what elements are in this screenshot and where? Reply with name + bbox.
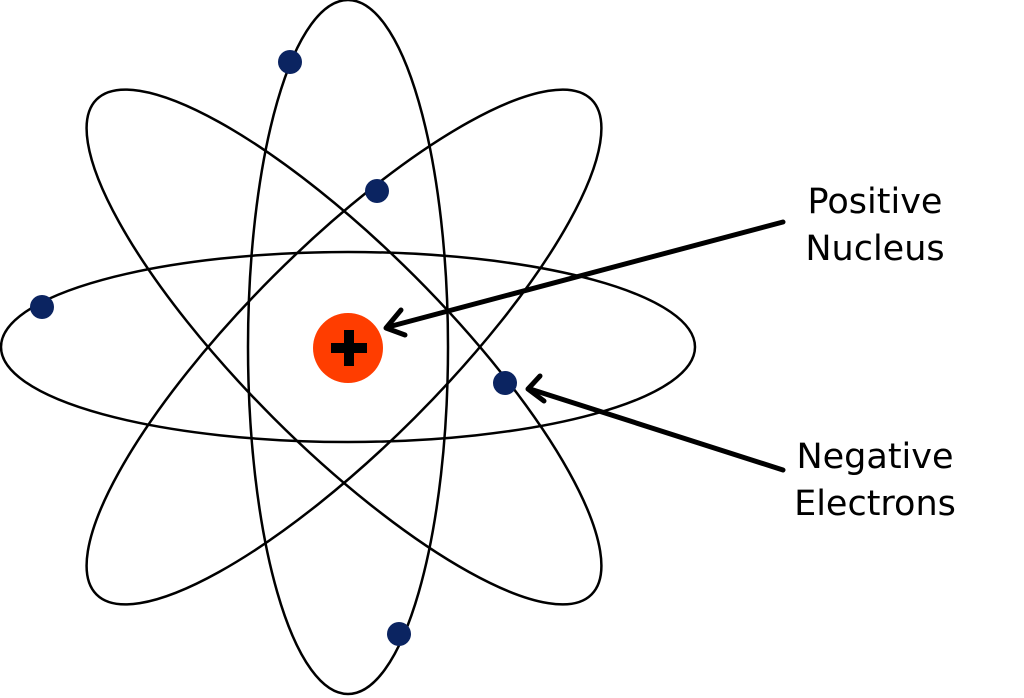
label-nucleus: Nucleus bbox=[805, 229, 944, 269]
electron bbox=[493, 371, 517, 395]
electron bbox=[30, 295, 54, 319]
label-electrons: Electrons bbox=[794, 484, 956, 524]
electron bbox=[387, 622, 411, 646]
orbit-diagonal-right bbox=[85, 88, 603, 606]
arrowhead-icon bbox=[383, 307, 408, 338]
orbit-horizontal bbox=[0, 250, 697, 444]
arrowhead-icon bbox=[525, 373, 547, 404]
label-negative: Negative bbox=[796, 437, 953, 477]
label-positive: Positive bbox=[808, 182, 943, 222]
electron bbox=[365, 179, 389, 203]
electrons-arrow bbox=[527, 386, 786, 473]
nucleus-arrow bbox=[385, 219, 786, 330]
plus-icon bbox=[331, 330, 367, 366]
orbit-vertical bbox=[246, 0, 450, 696]
orbit-diagonal-left bbox=[85, 88, 603, 606]
electron bbox=[278, 50, 302, 74]
